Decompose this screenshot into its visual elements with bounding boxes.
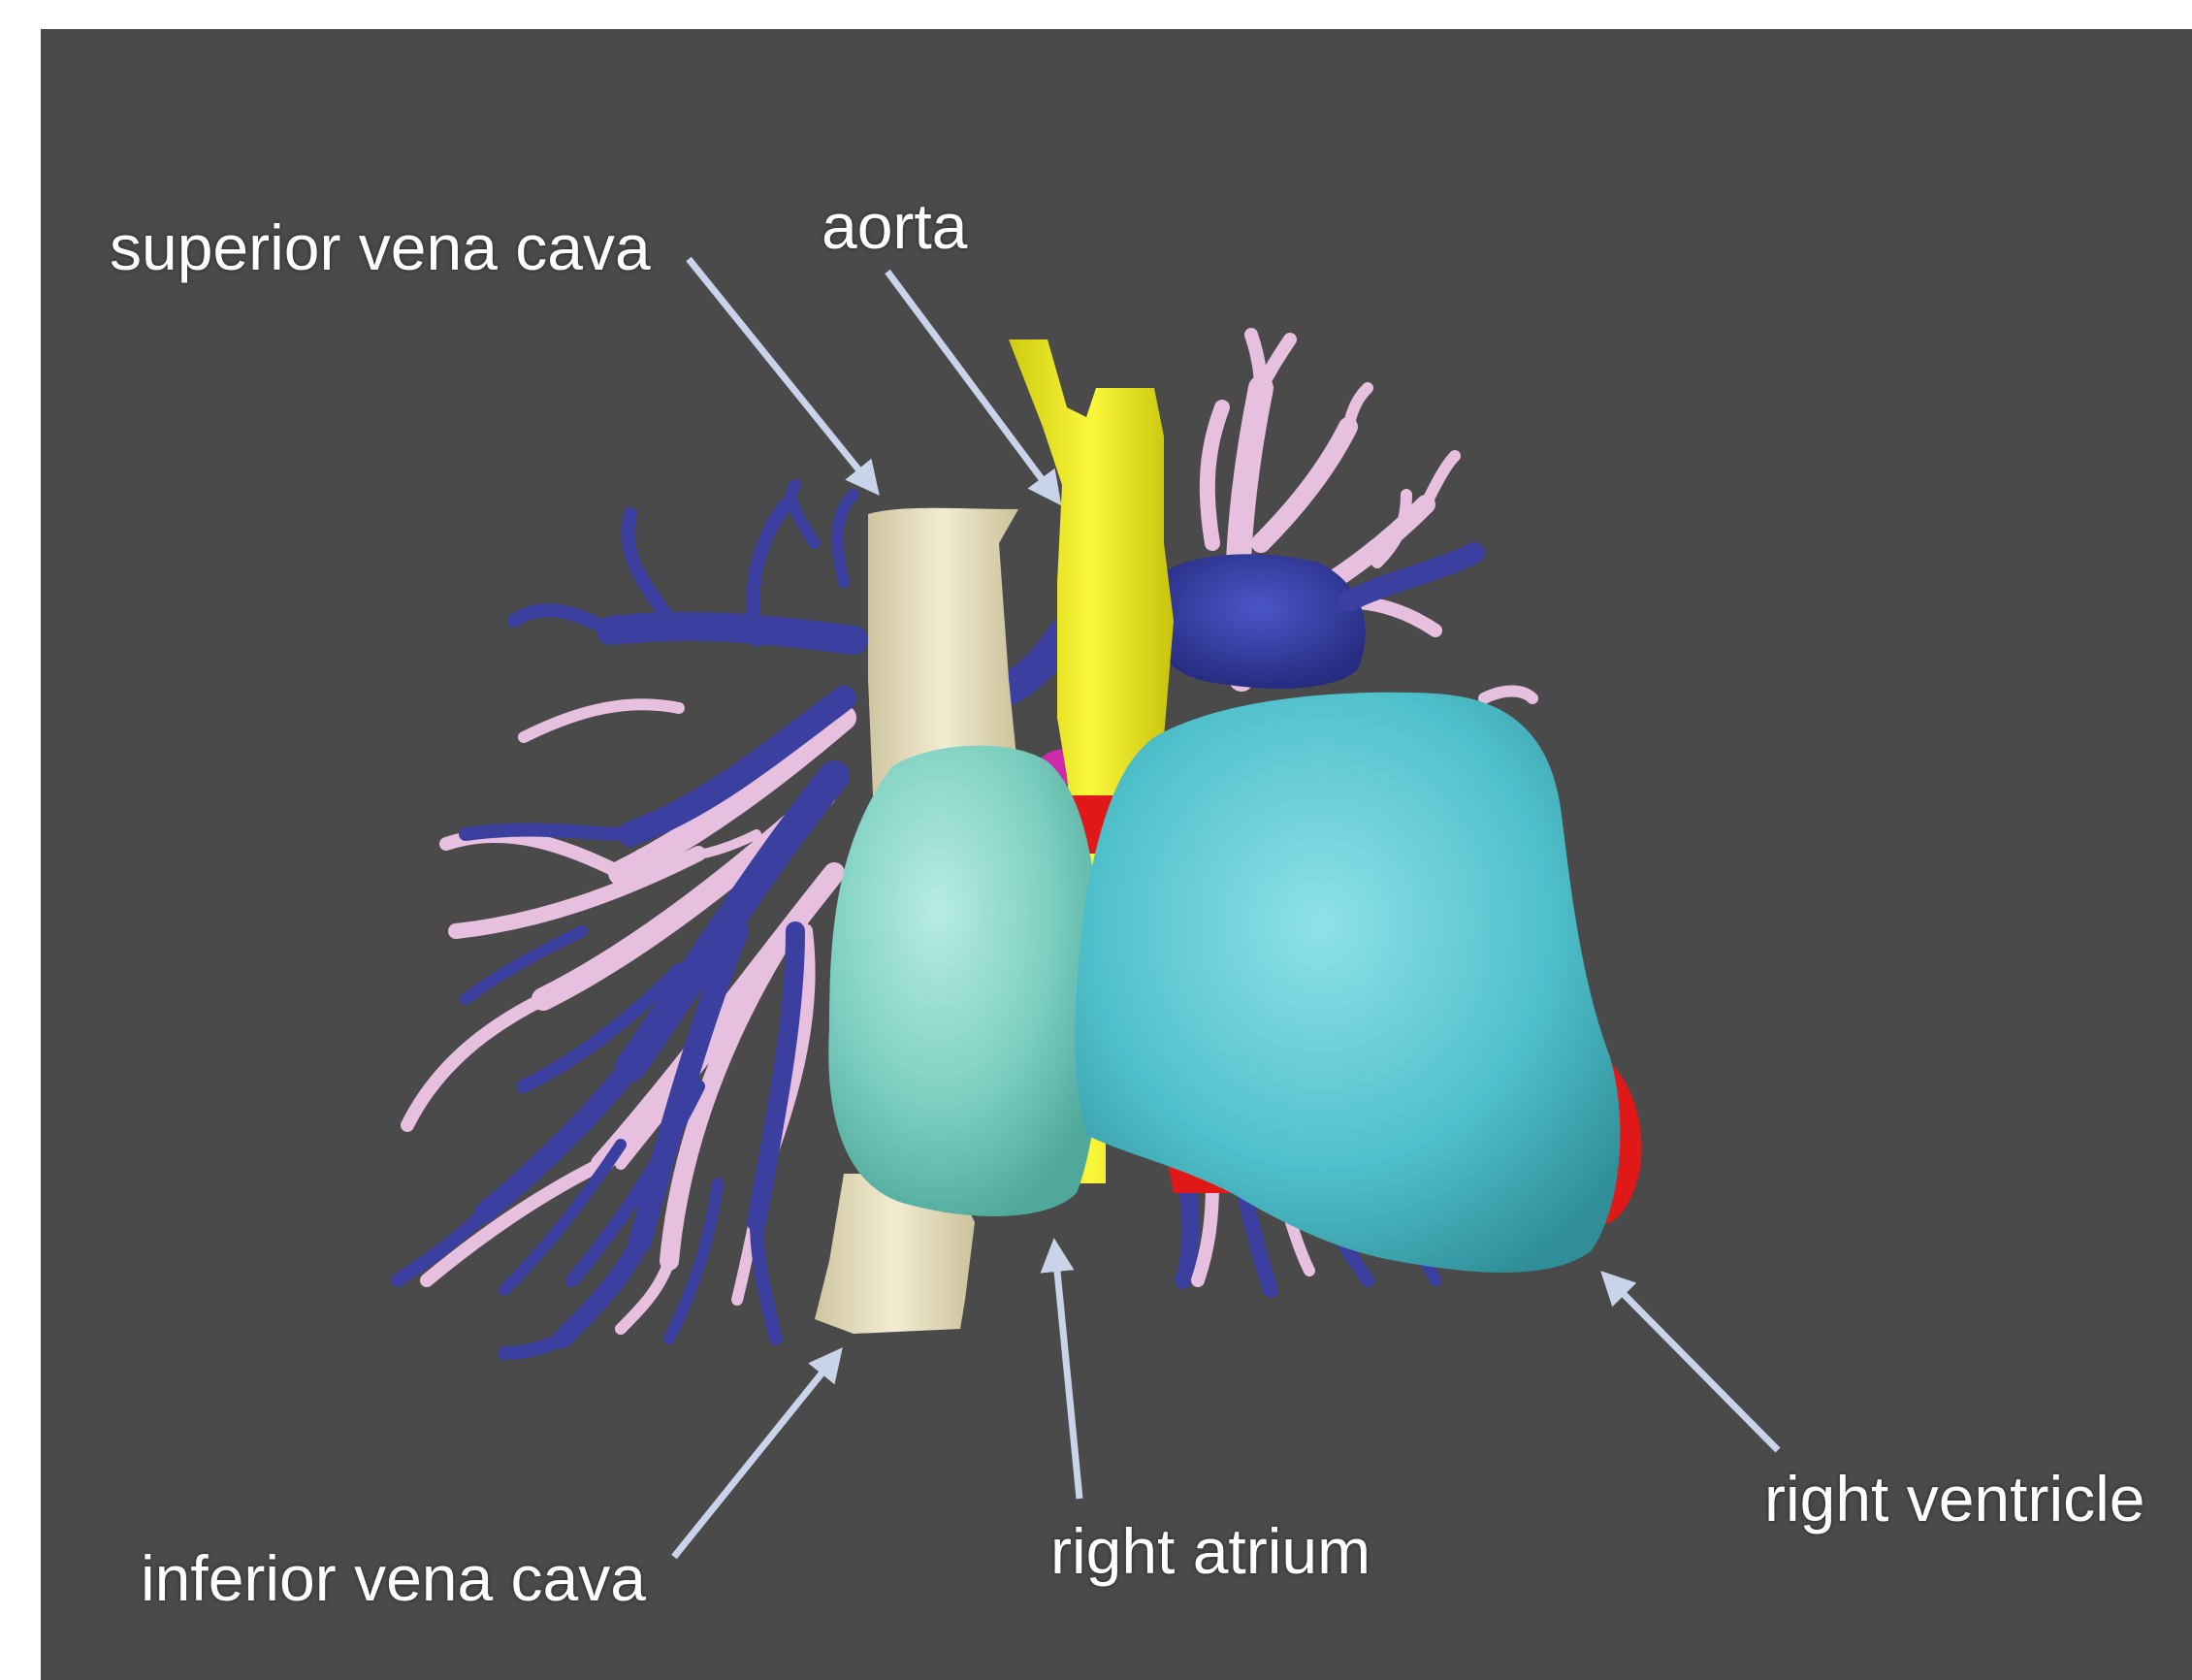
label-superior-vena-cava: superior vena cava: [110, 215, 651, 279]
right-atrium-shape: [828, 746, 1102, 1216]
pulmonary-artery-mass: [1152, 554, 1366, 689]
right-ventricle-shape: [1075, 693, 1620, 1273]
label-aorta: aorta: [822, 194, 967, 258]
ivc-arrow: [674, 1358, 834, 1557]
label-right-ventricle: right ventricle: [1764, 1467, 2145, 1531]
right-atrium-arrow: [1055, 1251, 1080, 1499]
label-right-atrium: right atrium: [1050, 1519, 1370, 1583]
svc-arrow: [689, 259, 871, 485]
right-ventricle-arrow: [1610, 1280, 1778, 1450]
label-inferior-vena-cava: inferior vena cava: [141, 1546, 646, 1610]
